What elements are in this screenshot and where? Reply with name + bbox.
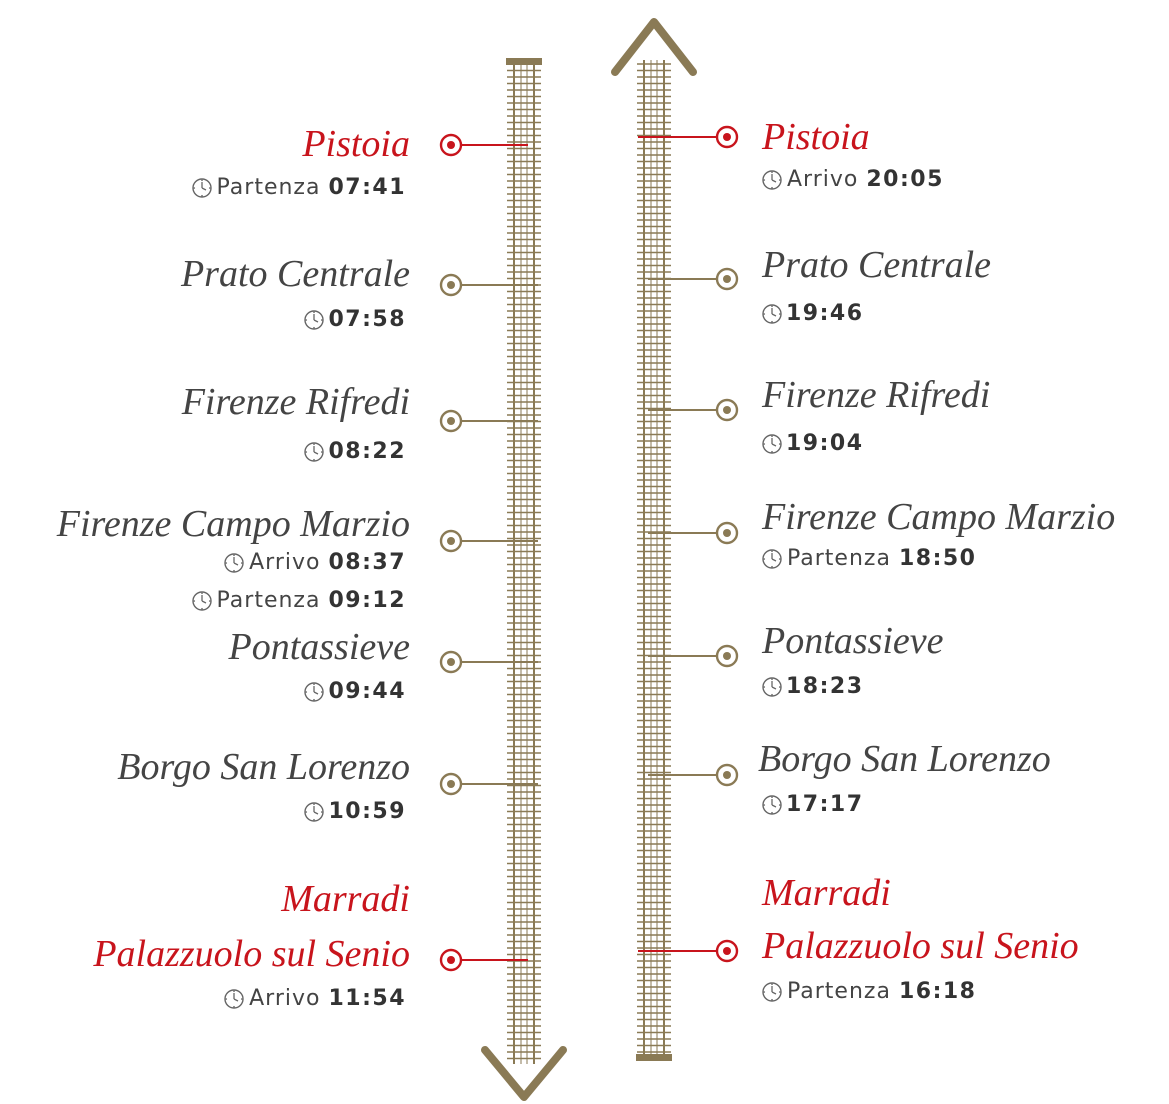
time-value: 09:12 (328, 588, 406, 613)
station-time: 19:46 (761, 302, 864, 326)
clock-icon (224, 553, 244, 573)
station-time: Arrivo 20:05 (761, 168, 944, 192)
station-dot-center (723, 529, 731, 537)
clock-icon (304, 442, 325, 462)
station-name: Prato Centrale (180, 253, 410, 295)
track-end-bar (636, 1054, 672, 1061)
station-name: Firenze Rifredi (181, 381, 410, 423)
time-label: Partenza (216, 588, 321, 613)
station-name: Pontassieve (762, 620, 944, 662)
station-time: 18:23 (761, 675, 864, 699)
time-value: 17:17 (786, 792, 864, 817)
station-name: Prato Centrale (762, 244, 992, 286)
clock-icon (762, 304, 782, 324)
time-value: 10:59 (328, 799, 406, 824)
station-name: Marradi (281, 878, 410, 920)
time-label: Arrivo (249, 550, 321, 575)
clock-icon (762, 549, 782, 569)
station-time: 17:17 (761, 793, 864, 817)
time-value: 18:50 (898, 546, 977, 571)
clock-icon (762, 795, 782, 815)
station-time: Arrivo 08:37 (223, 551, 406, 575)
station-time: 08:22 (303, 440, 406, 464)
station-time: 07:58 (303, 308, 406, 332)
time-value: 19:04 (786, 431, 864, 456)
clock-icon (762, 170, 782, 190)
clock-icon (304, 682, 325, 702)
time-value: 16:18 (898, 979, 977, 1004)
time-label: Arrivo (787, 167, 859, 192)
station-time: Partenza 09:12 (191, 589, 406, 613)
station-dot-center (447, 956, 455, 964)
clock-icon (191, 178, 212, 198)
station-dot-center (723, 133, 731, 141)
station-dot-center (447, 281, 455, 289)
clock-icon (304, 310, 325, 330)
time-label: Partenza (787, 979, 891, 1004)
station-dot-center (447, 141, 455, 149)
station-time: 10:59 (303, 800, 406, 824)
station-dot-center (723, 947, 731, 955)
clock-icon (762, 982, 782, 1002)
station-name: Pistoia (302, 123, 410, 165)
station-name: Pontassieve (228, 626, 410, 668)
track-end-bar (506, 58, 542, 65)
clock-icon (191, 591, 212, 611)
station-name: Pistoia (762, 116, 870, 158)
station-name: Palazzuolo sul Senio (93, 933, 410, 975)
station-time: 19:04 (761, 432, 864, 456)
station-dot-center (447, 658, 455, 666)
station-name: Firenze Rifredi (762, 374, 991, 416)
station-time: 09:44 (303, 680, 406, 704)
station-dot-center (447, 780, 455, 788)
time-label: Arrivo (249, 986, 321, 1011)
clock-icon (762, 434, 782, 454)
station-name: Marradi (762, 872, 891, 914)
time-label: Partenza (216, 175, 321, 200)
station-time: Partenza 07:41 (191, 176, 406, 200)
station-name: Firenze Campo Marzio (762, 496, 1116, 538)
station-name: Borgo San Lorenzo (758, 738, 1051, 780)
station-name: Palazzuolo sul Senio (762, 925, 1079, 967)
station-time: Partenza 18:50 (761, 547, 976, 571)
clock-icon (224, 989, 244, 1009)
station-dot-center (723, 652, 731, 660)
clock-icon (762, 677, 782, 697)
time-value: 19:46 (786, 301, 864, 326)
time-value: 20:05 (866, 167, 944, 192)
station-dot-center (723, 771, 731, 779)
station-dot-center (723, 275, 731, 283)
time-value: 18:23 (786, 674, 864, 699)
station-dot-center (723, 406, 731, 414)
station-time: Arrivo 11:54 (223, 987, 406, 1011)
time-value: 08:37 (328, 550, 406, 575)
time-value: 09:44 (328, 679, 406, 704)
time-value: 11:54 (328, 986, 406, 1011)
arrow-up-icon (611, 18, 697, 76)
time-label: Partenza (787, 546, 891, 571)
time-value: 07:58 (328, 307, 406, 332)
station-dot-center (447, 417, 455, 425)
station-dot-center (447, 537, 455, 545)
clock-icon (304, 802, 325, 822)
station-name: Borgo San Lorenzo (117, 746, 410, 788)
station-name: Firenze Campo Marzio (56, 503, 410, 545)
time-value: 08:22 (328, 439, 406, 464)
arrow-down-icon (481, 1046, 567, 1101)
station-time: Partenza 16:18 (761, 980, 976, 1004)
time-value: 07:41 (328, 175, 406, 200)
